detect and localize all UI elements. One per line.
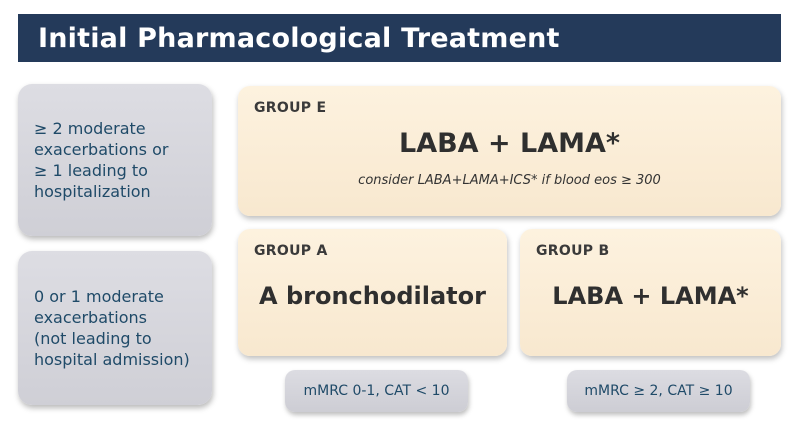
title-bar: Initial Pharmacological Treatment <box>18 14 781 62</box>
group-a-box: GROUP A A bronchodilator <box>238 229 507 356</box>
page-title: Initial Pharmacological Treatment <box>38 22 560 54</box>
row-label-high-exacerbations: ≥ 2 moderate exacerbations or ≥ 1 leadin… <box>18 84 212 236</box>
group-e-treatment: LABA + LAMA* <box>399 128 620 159</box>
row-label-low-exacerbations-text: 0 or 1 moderate exacerbations (not leadi… <box>34 287 190 369</box>
row-label-low-exacerbations: 0 or 1 moderate exacerbations (not leadi… <box>18 251 212 405</box>
group-a-treatment: A bronchodilator <box>259 282 486 310</box>
group-e-note: consider LABA+LAMA+ICS* if blood eos ≥ 3… <box>358 173 661 188</box>
row-label-high-exacerbations-text: ≥ 2 moderate exacerbations or ≥ 1 leadin… <box>34 119 169 201</box>
criteria-high-symptoms: mMRC ≥ 2, CAT ≥ 10 <box>567 370 750 412</box>
group-e-label: GROUP E <box>254 100 327 116</box>
group-b-label: GROUP B <box>536 243 610 259</box>
group-e-box: GROUP E LABA + LAMA* consider LABA+LAMA+… <box>238 86 781 216</box>
group-a-label: GROUP A <box>254 243 328 259</box>
group-b-box: GROUP B LABA + LAMA* <box>520 229 781 356</box>
group-b-treatment: LABA + LAMA* <box>552 282 749 310</box>
criteria-low-symptoms: mMRC 0-1, CAT < 10 <box>285 370 468 412</box>
